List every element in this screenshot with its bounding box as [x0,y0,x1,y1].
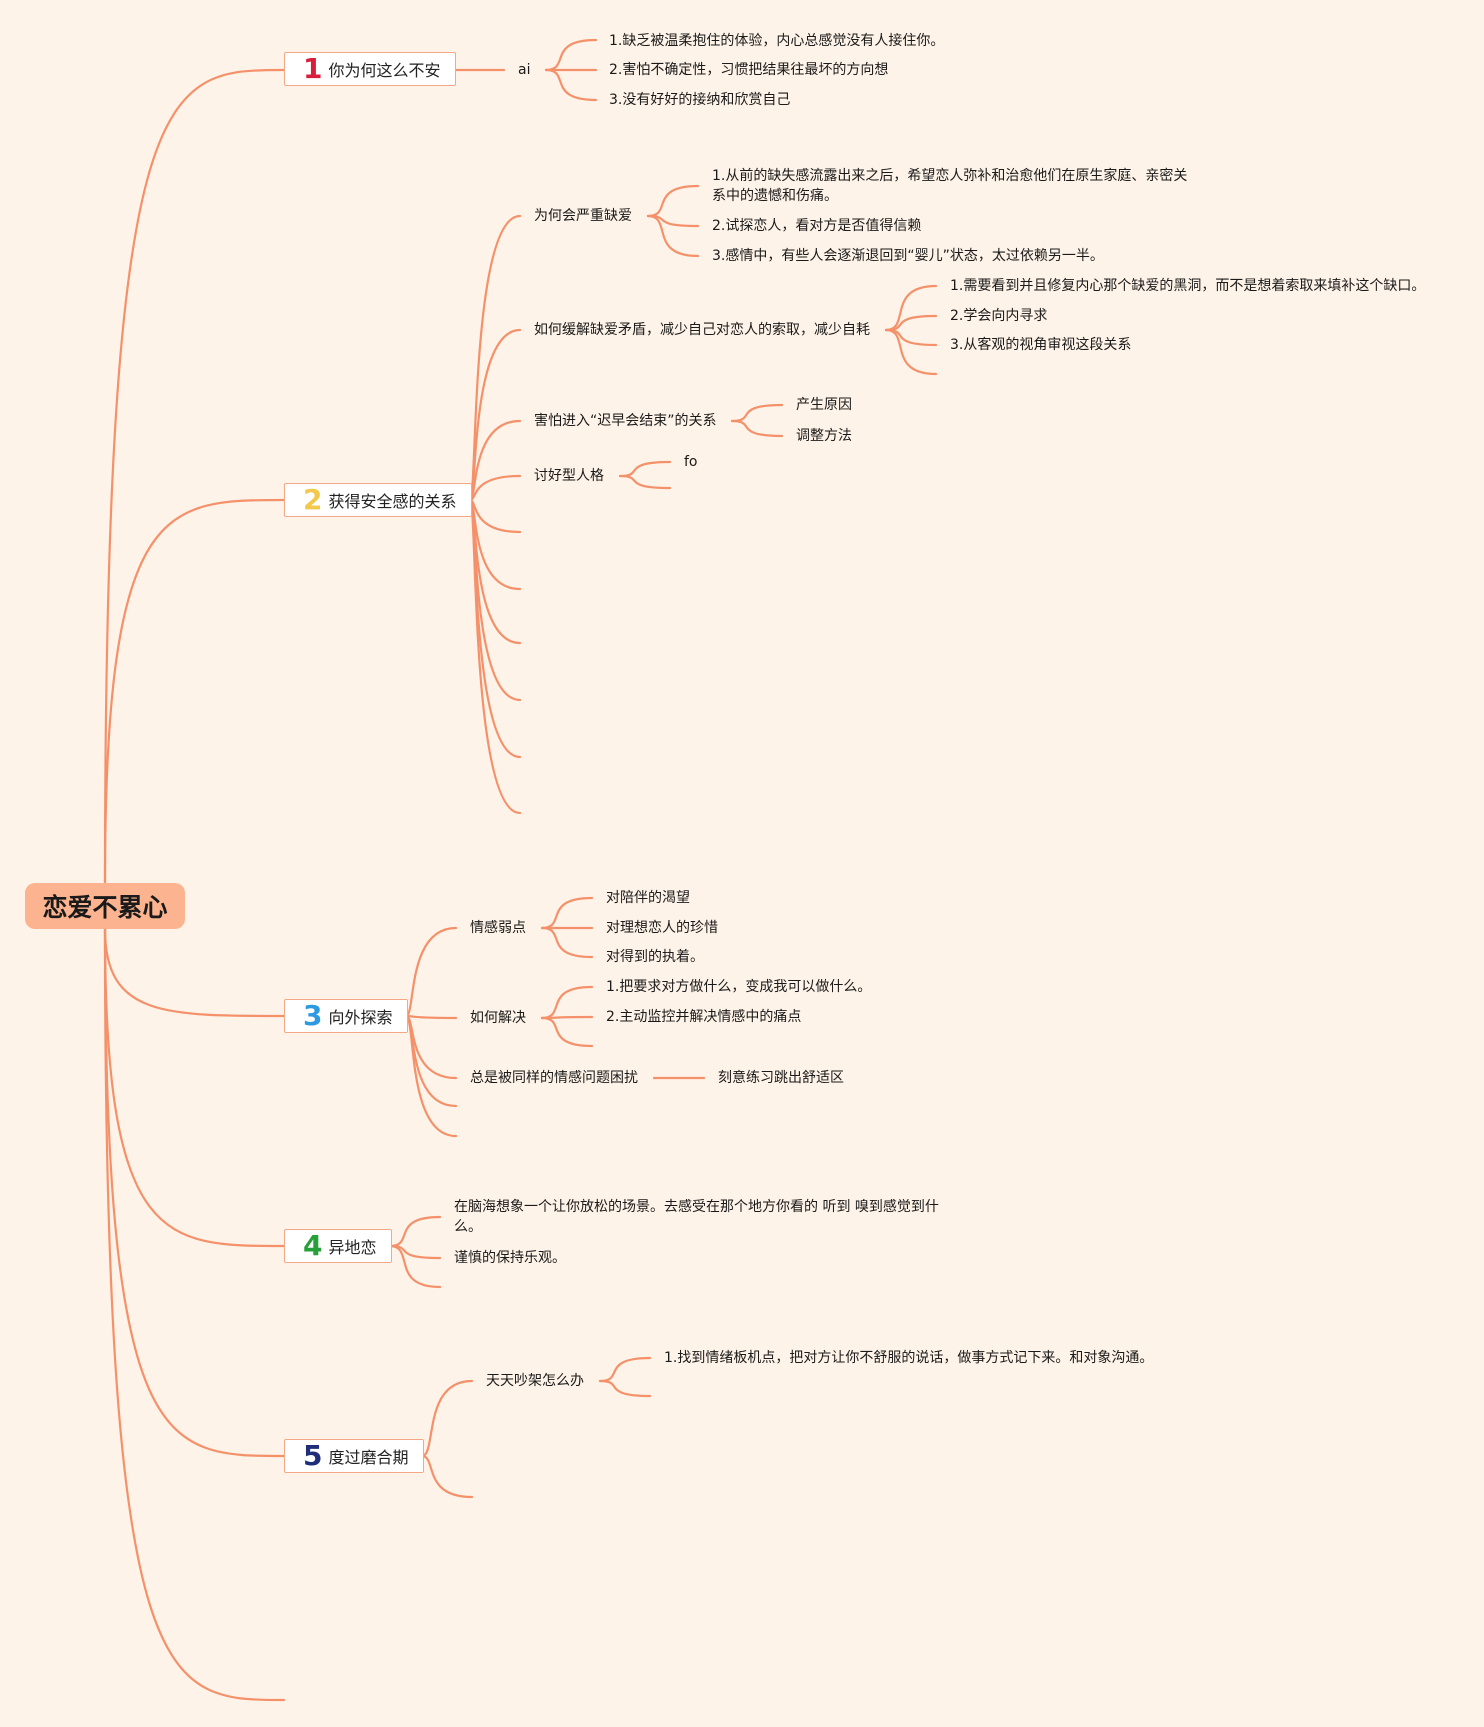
link-2-2-1 [884,284,938,332]
subtopic-2-1[interactable]: 为何会严重缺爱 [534,208,632,224]
subtopic-2-2[interactable]: 如何缓解缺爱矛盾，减少自己对恋人的索取，减少自耗 [534,322,870,338]
link-5-1-1 [598,1356,652,1383]
leaf-2-1-1[interactable]: 1.从前的缺失感流露出来之后，希望恋人弥补和治愈他们在原生家庭、亲密关系中的遗憾… [712,168,1188,204]
topic-number-1: 1 [303,52,323,85]
main-topic-1[interactable]: 1 你为何这么不安 [284,52,456,86]
topic-number-4: 4 [303,1229,323,1262]
link-3-1-1 [540,896,594,930]
leaf-2-2-3[interactable]: 3.从客观的视角审视这段关系 [950,337,1132,353]
main-topic-5-label: 度过磨合期 [328,1448,409,1467]
link-2-3 [468,419,522,502]
link-3-1-3 [540,926,594,959]
leaf-2-3-1[interactable]: 产生原因 [796,397,852,413]
subtopic-5-1[interactable]: 天天吵架怎么办 [486,1373,584,1389]
subtopic-2-4[interactable]: 讨好型人格 [534,468,604,484]
link-2-10 [468,498,522,815]
link-2-2 [468,328,522,502]
leaf-3-2-1[interactable]: 1.把要求对方做什么，变成我可以做什么。 [606,979,872,995]
link-5-1-2 [598,1379,652,1398]
link-4-3 [388,1244,442,1289]
root-link-5 [103,927,286,1458]
link-3-1 [404,926,458,1018]
link-2-4-1 [618,460,672,478]
root-link-6 [103,927,286,1702]
subtopic-2-3[interactable]: 害怕进入“迟早会结束”的关系 [534,413,717,429]
link-2-1 [468,214,522,502]
main-topic-3[interactable]: 3 向外探索 [284,999,408,1033]
link-2-1-1 [646,184,700,218]
link-2-2-4 [884,328,938,376]
main-topic-3-label: 向外探索 [328,1008,393,1027]
subtopic-3-3[interactable]: 总是被同样的情感问题困扰 [470,1070,638,1086]
topic-number-2: 2 [303,483,323,516]
leaf-2-1-3[interactable]: 3.感情中，有些人会逐渐退回到“婴儿”状态，太过依赖另一半。 [712,248,1104,264]
leaf-3-1-3[interactable]: 对得到的执着。 [606,949,704,965]
root-topic[interactable]: 恋爱不累心 [25,883,185,929]
main-topic-2[interactable]: 2 获得安全感的关系 [284,483,472,517]
leaf-2-1-2[interactable]: 2.试探恋人，看对方是否值得信赖 [712,218,922,234]
root-link-1 [103,68,286,885]
link-3-2-1 [540,985,594,1020]
subtopic-4-1[interactable]: 在脑海想象一个让你放松的场景。去感受在那个地方你看的 听到 嗅到感觉到什么。 [454,1199,939,1235]
topic-number-5: 5 [303,1439,323,1472]
main-topic-4[interactable]: 4 异地恋 [284,1229,392,1263]
main-topic-5[interactable]: 5 度过磨合期 [284,1439,424,1473]
link-2-4 [468,474,522,502]
link-5-1 [420,1379,474,1458]
link-4-1 [388,1215,442,1248]
leaf-2-3-2[interactable]: 调整方法 [796,428,852,444]
link-3-2-3 [540,1016,594,1048]
subtopic-3-2[interactable]: 如何解决 [470,1010,526,1026]
subtopic-3-1[interactable]: 情感弱点 [470,920,526,936]
leaf-2-2-2[interactable]: 2.学会向内寻求 [950,308,1048,324]
leaf-2-2-1[interactable]: 1.需要看到并且修复内心那个缺爱的黑洞，而不是想着索取来填补这个缺口。 [950,278,1426,294]
link-1-1-3 [544,68,598,102]
root-link-3 [103,927,286,1018]
root-link-4 [103,927,286,1248]
leaf-3-1-2[interactable]: 对理想恋人的珍惜 [606,920,718,936]
link-3-5 [404,1014,458,1138]
main-topic-4-label: 异地恋 [328,1238,377,1257]
subtopic-1-1[interactable]: ai [518,62,531,78]
link-3-2-2 [540,1015,594,1020]
link-2-3-1 [730,403,784,423]
leaf-1-1-3[interactable]: 3.没有好好的接纳和欣赏自己 [609,92,791,108]
link-1-1-1 [544,38,598,72]
topic-number-3: 3 [303,999,323,1032]
leaf-5-1-1[interactable]: 1.找到情绪板机点，把对方让你不舒服的说话，做事方式记下来。和对象沟通。 [664,1350,1154,1366]
link-2-4-2 [618,474,672,490]
link-2-5 [468,498,522,534]
leaf-3-1-1[interactable]: 对陪伴的渴望 [606,890,690,906]
link-5-2 [420,1454,474,1499]
leaf-1-1-1[interactable]: 1.缺乏被温柔抱住的体验，内心总感觉没有人接住你。 [609,33,945,49]
leaf-3-2-2[interactable]: 2.主动监控并解决情感中的痛点 [606,1009,802,1025]
main-topic-1-label: 你为何这么不安 [328,61,441,80]
link-2-3-2 [730,419,784,438]
root-topic-label: 恋爱不累心 [42,893,168,922]
subtopic-4-2[interactable]: 谨慎的保持乐观。 [454,1250,566,1266]
leaf-2-4-1[interactable]: fo [684,454,698,470]
leaf-1-1-2[interactable]: 2.害怕不确定性，习惯把结果往最坏的方向想 [609,62,889,78]
main-topic-2-label: 获得安全感的关系 [328,492,457,511]
leaf-3-3-1[interactable]: 刻意练习跳出舒适区 [718,1070,844,1086]
link-2-1-3 [646,214,700,258]
link-3-2 [404,1014,458,1020]
root-link-2 [103,498,286,885]
